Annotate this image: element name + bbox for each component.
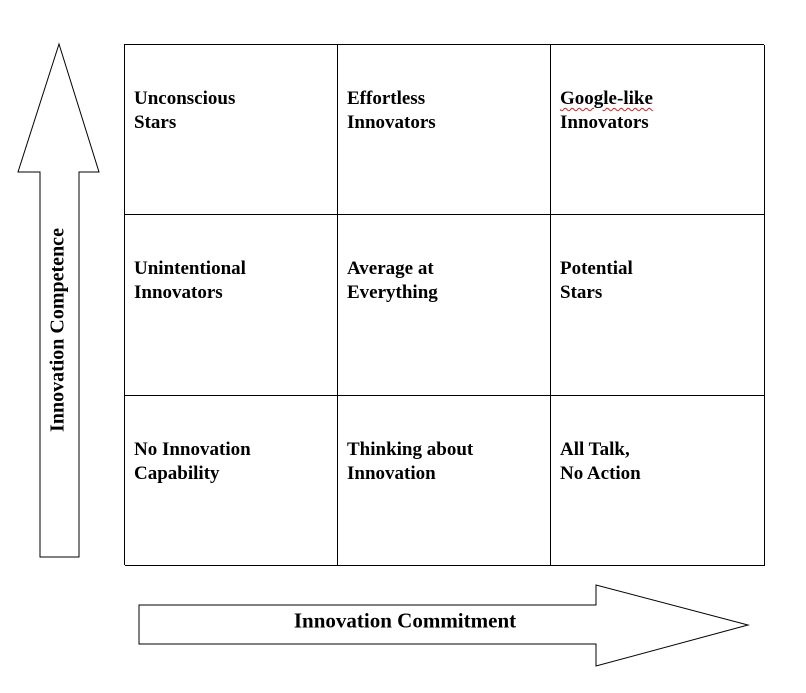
x-axis-label: Innovation Commitment (293, 608, 517, 633)
cell-no-innovation-capability: No Innovation Capability (125, 396, 338, 566)
cell-effortless-innovators: Effortless Innovators (338, 45, 551, 215)
y-axis-label: Innovation Competence (46, 228, 69, 432)
cell-potential-stars: Potential Stars (551, 215, 765, 396)
google-like-word: Google-like (560, 88, 653, 109)
google-like-rest: Innovators (560, 112, 649, 133)
matrix-grid: Unconscious Stars Effortless Innovators … (124, 44, 765, 566)
y-axis-arrow (17, 42, 100, 558)
cell-unconscious-stars: Unconscious Stars (125, 45, 338, 215)
cell-average-at-everything: Average at Everything (338, 215, 551, 396)
cell-unintentional-innovators: Unintentional Innovators (125, 215, 338, 396)
cell-all-talk-no-action: All Talk, No Action (551, 396, 765, 566)
x-axis-arrow (138, 584, 750, 667)
cell-thinking-about-innovation: Thinking about Innovation (338, 396, 551, 566)
cell-google-like-innovators: Google-like Innovators (551, 45, 765, 215)
